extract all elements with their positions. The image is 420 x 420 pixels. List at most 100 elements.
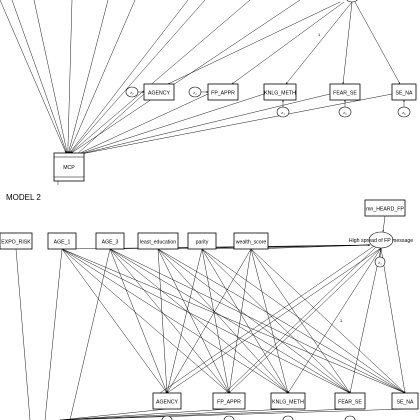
model2-covariate-to-outcome-edge — [166, 248, 252, 394]
model1-latent-to-sena-edge — [354, 1, 401, 85]
model2-age-3-node[interactable]: AGE_3 — [95, 232, 125, 250]
model2-covariate-to-outcome-edge — [228, 248, 252, 394]
svg-text:FP_APPR: FP_APPR — [211, 91, 235, 97]
svg-text:ε₇: ε₇ — [130, 90, 134, 95]
model1-agency-error: ε₇ — [125, 86, 139, 98]
model2-covariate-to-outcome-edge — [109, 248, 230, 394]
svg-text:least_education: least_education — [140, 240, 176, 246]
model2-covariate-to-spread-edge — [201, 244, 371, 250]
model2-spread-to-outcome-edge — [166, 247, 382, 394]
svg-text:SE_NA: SE_NA — [396, 400, 414, 406]
model2-covariate-to-outcome-edge — [61, 248, 406, 394]
model1-se-na-node[interactable]: SE_NA — [391, 83, 417, 101]
model1-mcp-node[interactable]: MCP — [53, 152, 85, 182]
model2-spread-fp-node[interactable]: High spread of FP message — [349, 231, 413, 249]
svg-text:AGE_1: AGE_1 — [54, 240, 71, 246]
model1-knlg-meth-node[interactable]: KNLG_METH — [263, 83, 297, 101]
svg-text:KNLG_METH: KNLG_METH — [264, 91, 296, 97]
model2-age1-down-edge — [44, 248, 63, 420]
svg-text:ε₃: ε₃ — [281, 110, 285, 115]
model2-heard-to-spread-edge — [382, 215, 386, 233]
model1: AGENCY ε₇ FP_APPR ε₂ KNLG_METH ε₃ FEAR_S… — [53, 0, 417, 182]
path-arrows — [0, 0, 406, 420]
model2-knlg-meth-node[interactable]: KNLG_METH — [270, 392, 306, 410]
svg-text:KNLG_METH: KNLG_METH — [272, 400, 304, 406]
model1-edge-to-mcp — [70, 0, 206, 154]
model1-edge-to-mcp — [11, 0, 67, 154]
model2-age3-down-edge — [69, 248, 111, 420]
model2-covariate-to-outcome-edge — [61, 248, 351, 394]
model1-edge-to-mcp — [71, 0, 301, 154]
svg-text:AGENCY: AGENCY — [148, 91, 170, 97]
svg-text:AGE_3: AGE_3 — [102, 240, 119, 246]
svg-text:EXPO_RISK: EXPO_RISK — [1, 240, 31, 246]
svg-text:FP_APPR: FP_APPR — [217, 400, 241, 406]
model2-fear-se-node[interactable]: FEAR_SE — [334, 392, 366, 410]
model1-edge-to-mcp — [66, 0, 73, 154]
model2-covariate-to-outcome-edge — [109, 248, 406, 394]
model1-mediator-to-mcp-edge — [75, 93, 209, 156]
model2-spread-to-outcome-edge — [287, 247, 382, 394]
model2-fp-appr-node[interactable]: FP_APPR — [212, 392, 246, 410]
svg-text:FEAR_SE: FEAR_SE — [338, 400, 362, 406]
model2-covariate-to-outcome-edge — [201, 248, 406, 394]
model1-mediator-to-mcp-edge — [75, 93, 393, 156]
model2-mn-heard-fp-node[interactable]: mn_HEARD_FP — [364, 199, 406, 217]
model2-outcome-to-mcp-edge — [59, 408, 168, 420]
model1-latent-to-fear-edge — [342, 1, 353, 85]
model2-spread-curve-edge — [159, 245, 375, 394]
model2-covariate-to-outcome-edge — [61, 248, 168, 394]
model2-se-na-node[interactable]: SE_NA — [391, 392, 419, 410]
svg-text:AGENCY: AGENCY — [156, 400, 178, 406]
model2-outcome-to-mcp-edge — [59, 408, 351, 420]
model2-covariate-to-outcome-edge — [157, 248, 351, 394]
svg-text:ε₅: ε₅ — [343, 110, 347, 115]
model2-fp-appr-error-partial — [223, 415, 235, 420]
model2-agency-error-partial — [161, 415, 173, 420]
svg-text:ε₁: ε₁ — [378, 260, 382, 265]
model1-se-na-error: ε₆ — [397, 106, 411, 118]
model2-spread-error: ε₁ — [374, 256, 386, 268]
model1-latent-to-fpappr-edge — [231, 1, 345, 85]
model2-covariate-to-outcome-edge — [61, 248, 289, 394]
model1-fp-appr-node[interactable]: FP_APPR — [207, 83, 239, 101]
model1-fear-se-error: ε₅ — [338, 106, 352, 118]
model1-fear-se-node[interactable]: FEAR_SE — [329, 83, 361, 101]
model2-outcome-to-mcp-edge — [59, 408, 289, 420]
model2-covariate-to-spread-edge — [250, 244, 371, 250]
model2-age-1-node[interactable]: AGE_1 — [47, 232, 77, 250]
model2-title: MODEL 2 — [6, 193, 41, 202]
model1-latent-to-knlg-edge — [285, 1, 353, 85]
svg-text:SE_NA: SE_NA — [395, 91, 413, 97]
svg-text:wealth_score: wealth_score — [236, 240, 267, 246]
svg-text:ε₆: ε₆ — [402, 110, 406, 115]
model2-exposure-edge — [15, 248, 31, 420]
model2-covariate-to-outcome-edge — [61, 248, 230, 394]
model2-spread-to-outcome-edge — [380, 247, 406, 394]
model1-mediator-to-mcp-edge — [75, 93, 331, 156]
model1-edge-to-mcp — [0, 0, 67, 154]
model1-agency-node[interactable]: AGENCY — [143, 83, 175, 101]
model2-covariate-to-outcome-edge — [157, 248, 289, 394]
model2-parity-node[interactable]: parity — [187, 232, 217, 250]
model2-outcome-to-mcp-edge — [59, 408, 230, 420]
model2-path-coefficient: 1 — [340, 318, 343, 323]
model2-covariate-to-outcome-edge — [157, 248, 406, 394]
model2-outcome-to-mcp-edge — [59, 408, 406, 420]
model1-path-coefficient: 1 — [318, 32, 321, 37]
model1-mediator-to-mcp-edge — [75, 93, 265, 156]
svg-text:High spread of FP message: High spread of FP message — [349, 238, 413, 244]
model2-covariate-to-outcome-edge — [109, 248, 351, 394]
model2-knlg-meth-error-partial — [282, 415, 294, 420]
model1-top-latent-partial — [346, 0, 358, 3]
model2-expo-risk-node[interactable]: EXPO_RISK — [0, 232, 33, 250]
model2-covariate-to-outcome-edge — [157, 248, 230, 394]
model2-wealth-score-node[interactable]: wealth_score — [233, 232, 269, 250]
model2-covariate-to-outcome-edge — [201, 248, 230, 394]
model2-agency-node[interactable]: AGENCY — [152, 392, 182, 410]
model1-latent-to-agency-edge — [167, 1, 341, 85]
model1-edge-to-mcp — [70, 0, 251, 154]
model1-knlg-meth-error: ε₃ — [276, 106, 290, 118]
model2-least-education-node[interactable]: least_education — [137, 232, 179, 250]
model2-covariate-to-outcome-edge — [166, 248, 203, 394]
